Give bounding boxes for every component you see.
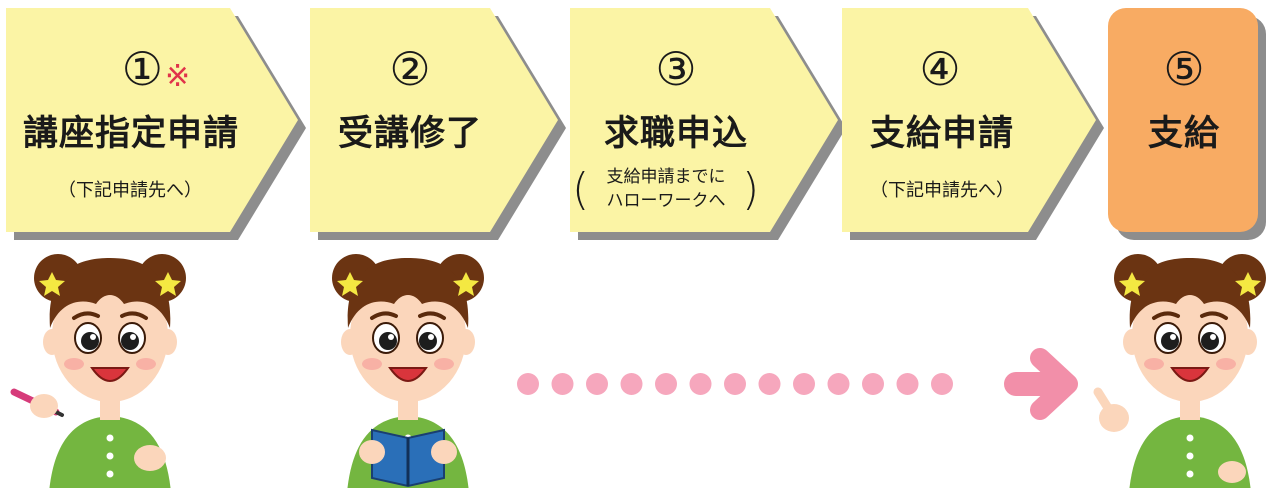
progress-dot: [620, 373, 643, 395]
step-2-number: ②: [389, 42, 431, 96]
step-4-chevron: [842, 8, 1104, 240]
progress-dot: [724, 373, 746, 395]
progress-dot: [689, 373, 712, 395]
step-2-title: 受講修了: [337, 114, 482, 154]
progress-dot: [862, 373, 884, 395]
step-5-shape: [1108, 8, 1258, 232]
step-4-shape: [842, 8, 1096, 232]
step-4-title: 支給申請: [869, 114, 1014, 154]
progress-dot: [827, 373, 850, 395]
girl-reading-character: [330, 252, 486, 488]
note-mark: ※: [165, 59, 191, 94]
girl-pointing-character: [1093, 252, 1268, 488]
step-4-note: （下記申請先へ）: [870, 180, 1014, 201]
girl-writing-character: [10, 252, 188, 488]
step-3-shape: [570, 8, 838, 232]
step-2-shape: [310, 8, 558, 232]
step-1-chevron: [6, 8, 306, 240]
step-4-number: ④: [919, 42, 961, 96]
note-open-paren: (: [572, 164, 590, 215]
step-3-chevron: [570, 8, 846, 240]
step-5-number: ⑤: [1163, 42, 1205, 96]
progress-dot: [758, 373, 781, 395]
progress-dot: [793, 373, 815, 395]
progress-dots: [517, 373, 953, 395]
step-3-title: 求職申込: [603, 114, 748, 154]
step-1-title: 講座指定申請: [22, 114, 239, 154]
step-3-number: ③: [655, 42, 697, 96]
progress-dot: [517, 373, 539, 395]
progress-dot: [551, 373, 574, 395]
step-3-note-line-2: ハローワークへ: [606, 191, 726, 211]
step-1-number: ①※: [121, 42, 191, 96]
step-1-shape: [6, 8, 298, 232]
progress-dot: [586, 373, 608, 395]
progress-arrow: [1004, 348, 1078, 420]
progress-dot: [931, 373, 953, 395]
step-5-box: [1108, 8, 1266, 240]
progress-dot: [896, 373, 919, 395]
progress-dot: [655, 373, 677, 395]
step-2-chevron: [310, 8, 566, 240]
step-3-note-line-1: 支給申請までに: [606, 167, 726, 187]
note-close-paren: ): [742, 164, 760, 215]
step-5-title: 支給: [1147, 114, 1220, 154]
step-1-note: （下記申請先へ）: [58, 180, 202, 201]
